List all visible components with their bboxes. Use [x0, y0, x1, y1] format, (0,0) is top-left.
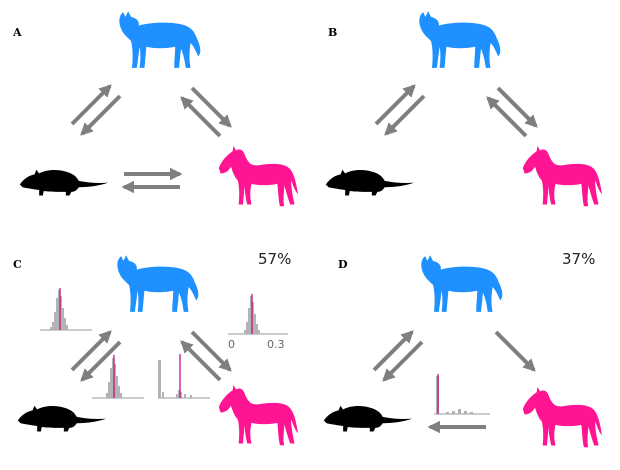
panel-label-d: D [338, 258, 348, 271]
opossum-silhouette-icon [323, 405, 413, 432]
arrows-panel-a [70, 84, 232, 194]
horse-silhouette-icon [218, 385, 298, 446]
arrow-cat-to-opossum [382, 340, 424, 382]
posterior-histogram-2 [92, 355, 144, 399]
panel-d [323, 255, 602, 448]
arrow-cat-to-opossum [384, 94, 426, 136]
horse-silhouette-icon [218, 146, 298, 207]
panel-b [325, 11, 602, 207]
posterior-histogram-4: 0 0.3 [228, 294, 288, 351]
cat-silhouette-icon [117, 255, 199, 312]
opossum-silhouette-icon [19, 169, 109, 196]
arrow-cat-to-horse [496, 86, 538, 128]
panel-c: 0 0.3 [17, 255, 298, 446]
arrow-cat-to-horse [190, 330, 232, 372]
cat-silhouette-icon [119, 11, 201, 68]
panel-c-percentage: 57% [258, 250, 292, 268]
arrow-opossum-to-cat [372, 330, 414, 372]
posterior-histogram-3 [158, 354, 210, 399]
opossum-silhouette-icon [325, 169, 415, 196]
axis-tick-0-3: 0.3 [267, 338, 285, 351]
opossum-silhouette-icon [17, 405, 107, 432]
arrow-cat-to-opossum [80, 94, 122, 136]
arrow-cat-to-horse [190, 86, 232, 128]
panel-label-b: B [328, 26, 338, 39]
axis-tick-0: 0 [228, 338, 235, 351]
arrow-horse-to-cat [180, 96, 222, 138]
arrow-horse-to-cat [486, 96, 528, 138]
cat-silhouette-icon [421, 255, 503, 312]
arrows-panel-b [374, 84, 538, 138]
arrows-panel-c [70, 330, 232, 382]
arrow-opossum-to-cat [374, 84, 416, 126]
posterior-histogram-5 [434, 374, 490, 415]
panel-a [19, 11, 298, 207]
panel-d-percentage: 37% [562, 250, 596, 268]
posterior-histogram-1 [40, 288, 92, 331]
arrow-opossum-to-cat [70, 330, 112, 372]
arrows-panel-d [372, 330, 536, 434]
horse-silhouette-icon [522, 387, 602, 448]
arrow-opossum-to-cat [70, 84, 112, 126]
horse-silhouette-icon [522, 146, 602, 207]
arrow-cat-to-opossum [80, 340, 122, 382]
panel-label-c: C [13, 258, 22, 271]
arrow-horse-to-cat [180, 340, 222, 382]
panel-label-a: A [13, 26, 22, 39]
cat-silhouette-icon [419, 11, 501, 68]
arrow-cat-to-horse [494, 330, 536, 372]
